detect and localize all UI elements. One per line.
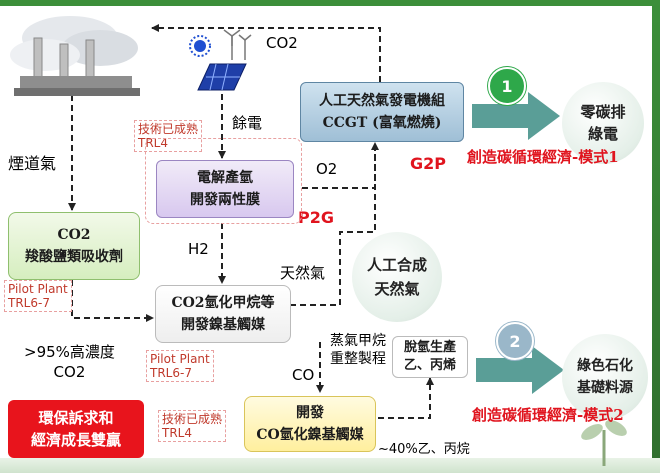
wind-turbine-icon [223, 29, 252, 60]
bottom-band [0, 458, 660, 473]
co2-top-label: CO2 [266, 34, 298, 52]
dehydro-box: 脫氫生產乙、丙烯 [392, 336, 468, 378]
co-label: CO [292, 366, 315, 384]
co2-feed-line [71, 280, 154, 322]
waste-power-label: 餘電 [232, 114, 263, 132]
solar-panel-icon [197, 63, 247, 91]
methanation-box: CO2氫化甲烷等開發鎳基觸媒 [155, 285, 291, 343]
ethylene-yield-label: ~40%乙、丙烷 [378, 442, 470, 457]
outcome-2-model: 創造碳循環經濟-模式2 [472, 406, 624, 424]
outcome-2-badge: 2 [496, 322, 534, 360]
g2p-label: G2P [410, 154, 446, 173]
ethylene-line [378, 377, 434, 419]
slogan-box: 環保訴求和經濟成長雙贏 [8, 400, 144, 458]
sun-icon [189, 35, 211, 57]
natural-gas-label: 天然氣 [280, 264, 326, 282]
outcome-2-circle: 綠色石化基礎料源 [562, 334, 648, 420]
synthetic-gas-circle: 人工合成天然氣 [352, 232, 442, 322]
flue-gas-label: 煙道氣 [8, 154, 57, 173]
top-accent-bar [0, 0, 660, 6]
co2-return-line [151, 24, 381, 82]
natural-gas-line [290, 143, 376, 306]
o2-label: O2 [316, 160, 338, 178]
h2-label: H2 [188, 240, 209, 258]
outcome-1-circle: 零碳排綠電 [562, 82, 644, 164]
right-accent-bar [652, 0, 660, 473]
steam-reform-label: 蒸氣甲烷重整製程 [330, 333, 386, 367]
p2g-label: P2G [298, 208, 334, 227]
outcome-1-badge: 1 [488, 67, 526, 105]
factory-icon [10, 16, 140, 96]
sprout-icon [581, 420, 627, 466]
outcome-1-model: 創造碳循環經濟-模式1 [467, 148, 619, 166]
arrow-to-outcome-1 [472, 92, 560, 140]
electrolysis-frame [145, 138, 302, 224]
arrow-to-outcome-2 [476, 346, 564, 394]
o2-line [302, 142, 379, 189]
electrolysis-box: 電解產氫開發兩性膜 [156, 160, 294, 218]
